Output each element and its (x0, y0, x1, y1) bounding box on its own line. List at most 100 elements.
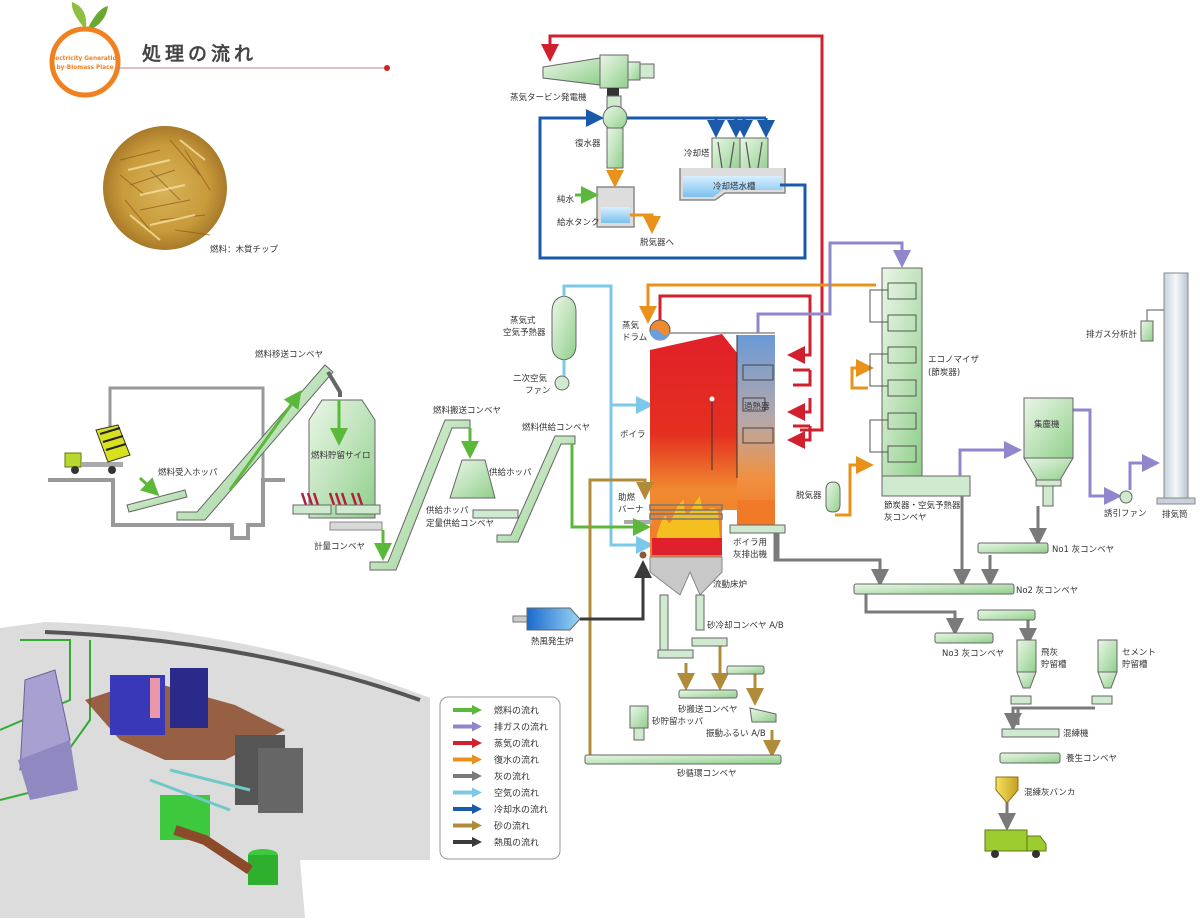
flow-air (562, 284, 654, 554)
cooling-tower (711, 137, 769, 173)
feed-water-level (601, 207, 630, 223)
curing-conveyor (999, 752, 1061, 764)
label-supply-hopper: 供給ホッパ (489, 467, 532, 478)
steam-turbine-generator (542, 54, 655, 89)
label-superheater: 過熱器 (744, 401, 770, 412)
leaf-icon (71, 2, 87, 28)
label-sand-circ-conv: 砂循環コンベヤ (677, 768, 737, 779)
ash-truck-icon (984, 829, 1047, 858)
label-curing-conveyor: 養生コンベヤ (1066, 753, 1117, 764)
deaerator (825, 481, 841, 513)
steam-air-preheater (551, 295, 577, 361)
label-stack: 排気筒 (1162, 509, 1188, 520)
legend-arrowhead-icon (472, 771, 482, 781)
cement-silo (1091, 639, 1118, 705)
supply-hopper (449, 459, 496, 499)
coupling (607, 88, 619, 96)
label-supply-hopper-2: 供給ホッパ (426, 505, 469, 516)
flow-exhaust-gas (756, 241, 1160, 505)
steam-drum-water (650, 329, 670, 341)
legend-arrowhead-icon (472, 837, 482, 847)
boiler-ash-discharger (729, 524, 786, 534)
legend-label: 空気の流れ (494, 787, 539, 799)
page-title: 処理の流れ (142, 42, 257, 65)
legend-label: 灰の流れ (494, 771, 530, 783)
label-fly-ash-1: 飛灰 (1041, 647, 1058, 658)
legend-label: 排ガスの流れ (494, 721, 548, 733)
label-gas-analyzer: 排ガス分析計 (1086, 329, 1138, 340)
economizer (869, 267, 971, 497)
plant-3d-render (0, 622, 430, 918)
sand-screw-a (657, 649, 694, 659)
label-secondary-fan-1: 二次空気 (513, 373, 548, 384)
label-cooling-tower: 冷却塔 (684, 148, 710, 159)
flow-cooling-water (538, 109, 807, 260)
legend-arrowhead-icon (472, 820, 482, 831)
receiving-conveyor (126, 489, 188, 513)
label-fuel-silo: 燃料貯留サイロ (311, 450, 371, 461)
legend-item: 空気の流れ (453, 787, 539, 799)
condenser-body (606, 127, 624, 169)
cooling-basin-water (683, 176, 782, 197)
stack-base (1156, 497, 1196, 505)
sand-carry-conveyor (678, 689, 738, 699)
legend-item: 復水の流れ (453, 754, 539, 766)
title-rule-dot (384, 65, 390, 71)
dust-collector (1023, 397, 1074, 507)
legend-arrowhead-icon (472, 705, 482, 715)
label-feed-tank: 給水タンク (557, 217, 600, 228)
label-eco-conveyor-1: 節炭器・空気予熱器 (884, 500, 961, 511)
exhaust-stack (1163, 272, 1189, 499)
label-dust-collector: 集塵機 (1034, 419, 1060, 430)
hot-air-inlet (639, 551, 647, 559)
fluidized-bed-furnace (649, 556, 723, 651)
label-fluid-bed: 流動床炉 (713, 579, 747, 590)
label-vib-screen: 振動ふるい A/B (706, 728, 766, 739)
ash-transfer-conveyor (977, 609, 1036, 621)
label-induced-fan: 誘引ファン (1104, 508, 1147, 519)
label-economizer-1: エコノマイザ (928, 355, 980, 365)
legend-item: 燃料の流れ (453, 705, 539, 717)
flow-ash (773, 496, 1095, 831)
legend-item: 蒸気の流れ (453, 738, 539, 750)
label-mixer: 混練機 (1063, 728, 1089, 739)
dump-truck-icon (64, 424, 131, 474)
legend (439, 696, 561, 860)
vibrating-screen (749, 707, 777, 723)
label-aux-burner-1: 助燃 (618, 492, 636, 503)
label-hot-air-gen: 熱風発生炉 (531, 636, 574, 647)
label-no2-ash: No2 灰コンベヤ (1016, 585, 1078, 596)
boiler (650, 334, 775, 557)
no1-ash-conveyor (977, 542, 1049, 554)
logo-circle (49, 26, 121, 98)
legend-arrowhead-icon (472, 721, 482, 732)
fuel-receiving-building (48, 386, 285, 540)
label-secondary-fan-2: ファン (525, 386, 551, 396)
label-fuel-supply-conv: 燃料供給コンベヤ (522, 422, 590, 433)
legend-arrowhead-icon (472, 738, 482, 748)
transfer-chute (326, 370, 342, 397)
legend-items: 燃料の流れ排ガスの流れ蒸気の流れ復水の流れ灰の流れ空気の流れ冷却水の流れ砂の流れ… (453, 705, 548, 849)
legend-item: 砂の流れ (453, 820, 530, 832)
logo-text-line1: Electricity Generation (49, 56, 120, 62)
legend-item: 冷却水の流れ (453, 804, 548, 816)
legend-label: 冷却水の流れ (494, 804, 548, 816)
label-preheater-1: 蒸気式 (510, 315, 536, 326)
label-fuel-transfer-conv: 燃料移送コンベヤ (255, 349, 323, 360)
legend-arrowhead-icon (472, 804, 482, 814)
legend-arrowhead-icon (472, 787, 482, 798)
leaf-icon (88, 6, 108, 30)
sand-circulation-conveyor (584, 754, 782, 765)
legend-label: 砂の流れ (494, 820, 530, 832)
label-fixed-supply-conv: 定量供給コンベヤ (426, 518, 494, 529)
flame-icon (652, 496, 722, 555)
label-sand-carry-conv: 砂搬送コンベヤ (678, 704, 738, 715)
label-preheater-2: 空気予熱器 (503, 327, 546, 338)
label-sand-hopper: 砂貯留ホッパ (652, 716, 704, 727)
legend-label: 燃料の流れ (494, 705, 539, 717)
legend-label: 復水の流れ (494, 754, 539, 766)
flow-condensate-boiler (639, 283, 876, 517)
fuel-caption: 燃料：木質チップ (210, 244, 279, 255)
label-sand-cool-conv: 砂冷却コンベヤ A/B (707, 620, 784, 631)
